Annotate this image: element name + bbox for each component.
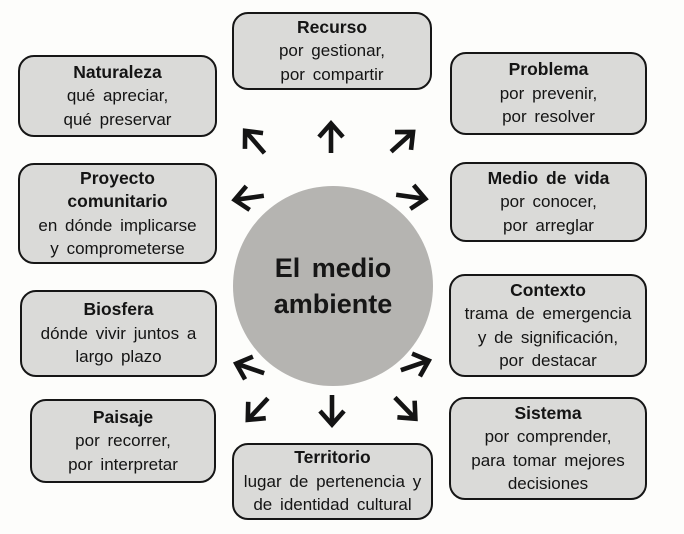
arrow-up-left-icon	[227, 114, 281, 168]
node-line: y comprometerse	[50, 239, 185, 258]
arrow-left-lower-icon	[225, 344, 273, 392]
node-line: por comprender,	[484, 427, 612, 446]
node-title: Biosfera	[83, 299, 154, 320]
node-title: Paisaje	[92, 406, 154, 427]
node-line: dónde vivir juntos a	[40, 323, 197, 343]
arrow-left-upper-icon	[227, 177, 270, 220]
node-line: y de significación,	[477, 327, 619, 347]
node-line: por destacar	[499, 351, 597, 370]
node-line: por arreglar	[503, 215, 594, 235]
node-title: Territorio	[294, 447, 371, 468]
node-line: trama de emergencia	[464, 304, 632, 323]
node-line: por gestionar,	[278, 41, 386, 61]
node-biosfera: Biosfera dónde vivir juntos a largo plaz…	[20, 290, 217, 377]
node-sistema: Sistema por comprender, para tomar mejor…	[449, 397, 647, 500]
node-recurso: Recurso por gestionar, por compartir	[232, 12, 432, 90]
node-territorio: Territorio lugar de pertenencia y de ide…	[232, 443, 433, 520]
arrow-down-left-icon	[230, 383, 284, 437]
node-title: Medio de vida	[487, 167, 610, 188]
center-label-line: ambiente	[273, 289, 393, 319]
node-naturaleza: Naturaleza qué apreciar, qué preservar	[18, 55, 217, 137]
node-title: Naturaleza	[73, 61, 162, 82]
node-title: Sistema	[514, 402, 582, 423]
node-line: de identidad cultural	[253, 495, 412, 515]
arrow-up-right-icon	[376, 114, 430, 168]
node-title: comunitario	[67, 191, 168, 211]
arrow-right-lower-icon	[392, 341, 440, 389]
node-line: lugar de pertenencia y	[243, 471, 422, 491]
center-circle: El medio ambiente	[233, 186, 433, 386]
node-line: qué preservar	[63, 109, 172, 129]
node-title: Proyecto	[80, 167, 155, 188]
arrow-down-icon	[313, 392, 351, 430]
node-contexto: Contexto trama de emergencia y de signif…	[449, 274, 647, 377]
node-line: por prevenir,	[499, 83, 598, 103]
node-line: qué apreciar,	[66, 86, 169, 106]
node-line: por compartir	[280, 64, 384, 84]
node-title: Recurso	[296, 16, 368, 37]
node-line: por interpretar	[68, 454, 178, 474]
node-line: decisiones	[507, 474, 589, 493]
node-line: por conocer,	[500, 192, 597, 212]
center-label-line: El medio	[274, 253, 392, 283]
node-medio-de-vida: Medio de vida por conocer, por arreglar	[450, 162, 647, 242]
node-title: Contexto	[510, 279, 586, 300]
arrow-down-right-icon	[379, 382, 433, 436]
node-line: para tomar mejores	[471, 450, 625, 470]
node-line: por resolver	[502, 107, 595, 127]
node-line: en dónde implicarse	[38, 215, 197, 235]
node-problema: Problema por prevenir, por resolver	[450, 52, 647, 135]
node-line: por recorrer,	[75, 431, 171, 451]
node-title: Problema	[508, 59, 589, 80]
node-proyecto-comunitario: Proyecto comunitario en dónde implicarse…	[18, 163, 217, 264]
node-line: largo plazo	[75, 347, 162, 367]
node-paisaje: Paisaje por recorrer, por interpretar	[30, 399, 216, 483]
arrow-right-upper-icon	[391, 176, 434, 219]
arrow-up-icon	[312, 118, 350, 156]
